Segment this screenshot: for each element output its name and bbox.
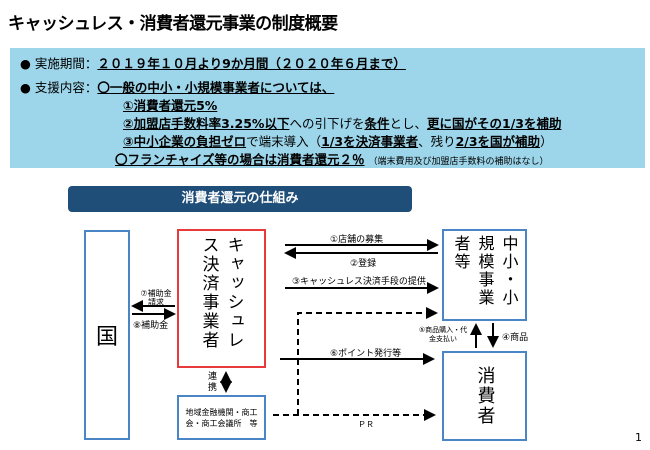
label-recruit: ①店舗の募集	[330, 235, 384, 245]
item2-subsidy: 更に国がその1/3を補助	[427, 116, 562, 131]
cashless-provider-box: キャッシュレス決済事業者	[177, 229, 266, 368]
dashed-pr-sme	[297, 307, 438, 415]
franchise-note: （端末費用及び加盟店手数料の補助はなし）	[368, 157, 549, 167]
label-provide: ③キャッシュレス決済手段の提供	[292, 277, 426, 287]
page-number: 1	[635, 431, 642, 444]
label-register: ②登録	[350, 259, 377, 269]
item1: ①消費者還元5%	[123, 98, 218, 113]
consumer-label: 消費者	[474, 366, 496, 426]
item3-share: 1/3を決済事業者	[321, 134, 419, 149]
franchise-text: 〇フランチャイズ等の場合は消費者還元２％	[115, 152, 365, 167]
label-purchase: ⑤商品購入・代金支払い	[418, 326, 468, 343]
item3-country: 2/3を国が補助	[455, 134, 541, 149]
item2-rate: ②加盟店手数料率3.25%以下	[123, 116, 290, 131]
period-line: ● 実施期間：２０１９年１０月より9か月間（２０２０年６月まで）	[20, 56, 406, 71]
label-claim: ⑦補助金請求	[140, 289, 172, 307]
item3-close: ）	[540, 134, 553, 149]
label-goods: ④商品	[502, 333, 529, 343]
support-label: 支援内容：	[34, 80, 98, 95]
sme-box: 中小・小規模事業者等	[442, 229, 527, 321]
item2-text: への引下げを	[289, 116, 365, 131]
page-title: キャッシュレス・消費者還元事業の制度概要	[8, 14, 338, 34]
regional-box: 地域金融機関・商工会・商工会議所 等	[177, 395, 266, 440]
period-value: ２０１９年１０月より9か月間（２０２０年６月まで）	[97, 56, 406, 71]
sme-label: 中小・小規模事業者等	[451, 235, 519, 307]
support-line: ● 支援内容：〇一般の中小・小規模事業者については、	[20, 80, 335, 95]
item2: ②加盟店手数料率3.25%以下への引下げを条件とし、更に国がその1/3を補助	[123, 113, 561, 132]
item2-condition: 条件	[364, 116, 390, 131]
item3-text: で端末導入（	[246, 134, 322, 149]
period-label: 実施期間：	[34, 56, 98, 71]
mechanism-banner: 消費者還元の仕組み	[68, 186, 412, 212]
country-box: 国	[84, 230, 130, 440]
franchise-line: 〇フランチャイズ等の場合は消費者還元２％ （端末費用及び加盟店手数料の補助はなし…	[115, 149, 549, 168]
consumer-box: 消費者	[442, 351, 527, 441]
item3: ③中小企業の負担ゼロで端末導入（1/3を決済事業者、残り2/3を国が補助）	[123, 131, 553, 150]
item3-zero: ③中小企業の負担ゼロ	[123, 134, 247, 149]
label-points: ⑥ポイント発行等	[330, 349, 402, 359]
regional-label: 地域金融機関・商工会・商工会議所 等	[185, 407, 258, 428]
summary-panel: ● 実施期間：２０１９年１０月より9か月間（２０２０年６月まで） ● 支援内容：…	[10, 48, 645, 168]
label-pr: ＰＲ	[358, 420, 374, 429]
label-subsidy: ⑧補助金	[133, 321, 169, 331]
item2-text2: とし、	[389, 116, 427, 131]
country-label: 国	[95, 325, 118, 350]
cashless-label: キャッシュレス決済事業者	[198, 236, 244, 350]
item3-text2: 、残り	[418, 134, 456, 149]
label-link: 連携	[208, 372, 218, 393]
general-text: 〇一般の中小・小規模事業者については、	[97, 80, 335, 95]
